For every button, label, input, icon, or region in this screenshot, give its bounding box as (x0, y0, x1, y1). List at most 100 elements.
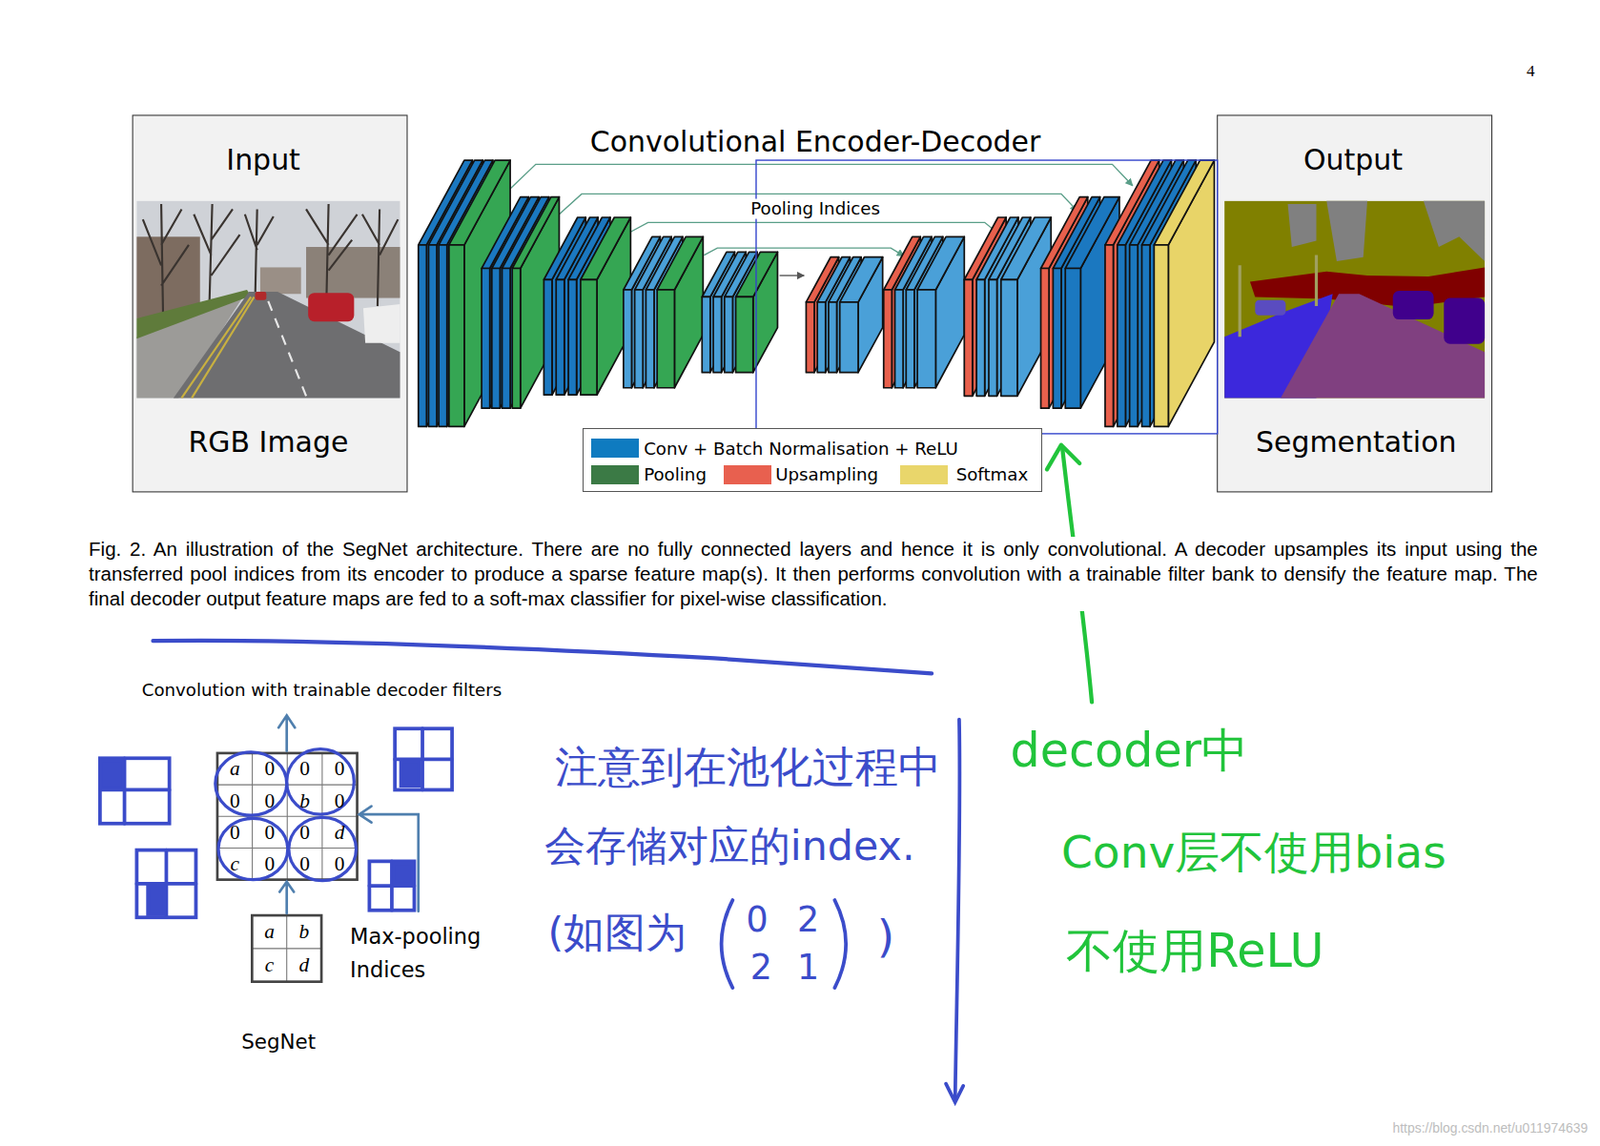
layer-front (905, 289, 915, 389)
sky (1288, 204, 1317, 247)
car (1254, 300, 1286, 316)
handwritten-note: 会存储对应的index. (544, 823, 916, 871)
hand-divider (955, 719, 961, 1101)
table-cell: 0 (299, 757, 310, 781)
layer-stacks (418, 160, 1215, 427)
layer-front (502, 268, 512, 410)
layer-front (713, 296, 722, 372)
doodle (401, 760, 420, 786)
handwritten-note: (如图为 (548, 910, 688, 958)
handwritten-note: decoder中 (1009, 722, 1248, 778)
layer-top (840, 257, 883, 303)
layer-front (1041, 268, 1050, 410)
diagram-label: Max-pooling Indices (349, 920, 504, 986)
sky (1326, 201, 1368, 262)
layer-front (988, 279, 998, 396)
doodle (394, 728, 452, 790)
flow-arrow (359, 806, 419, 912)
handwritten-note: 不使用ReLU (1066, 923, 1324, 979)
diagram-label: SegNet (241, 1029, 316, 1054)
flow-arrows (278, 715, 419, 914)
matrix-entry: 2 (750, 947, 773, 988)
layer-front (623, 289, 633, 389)
layer-front (964, 279, 973, 396)
layer-front (568, 279, 577, 395)
segmentation-map (1224, 201, 1485, 399)
layer-front (438, 245, 448, 428)
doodle (136, 850, 196, 919)
panel-fill (132, 115, 408, 493)
table-cell: a (264, 920, 275, 944)
layer-front (555, 279, 565, 395)
index-arrow (623, 222, 1003, 237)
layer-front (817, 302, 826, 373)
matrix-bracket (721, 900, 734, 988)
doodle (369, 861, 414, 910)
layer-front (883, 289, 893, 389)
table-cell: 0 (265, 820, 276, 844)
road (1280, 293, 1485, 398)
layer-front (805, 302, 815, 373)
layer-front (724, 296, 734, 372)
grid-border (251, 915, 322, 983)
layer-top (656, 236, 703, 290)
table-cell: 0 (229, 820, 241, 844)
road (173, 291, 401, 398)
layer-front (1001, 279, 1018, 396)
tree (306, 204, 358, 296)
image-panel: OutputSegmentation (1217, 115, 1493, 493)
figure-title: Convolutional Encoder-Decoder (587, 125, 1045, 159)
legend-text: Pooling (643, 464, 707, 485)
layer-front (428, 245, 437, 428)
hand-circle (218, 818, 288, 880)
layer-front (1065, 268, 1081, 410)
layer-front (481, 268, 491, 410)
handwritten-note: Conv层不使用bias (1061, 825, 1447, 878)
legend-swatch (591, 465, 639, 485)
bottleneck-arrow (779, 274, 805, 276)
matrix-entry: 1 (797, 947, 820, 988)
doodle (393, 863, 412, 884)
table-cell: 0 (334, 852, 346, 877)
doodle (100, 758, 170, 824)
matrix-entry: 0 (745, 900, 768, 941)
layer-front (1142, 245, 1151, 428)
road-line (266, 299, 307, 397)
layer-front (492, 268, 501, 410)
hand-circles (215, 749, 357, 882)
hand-circle (287, 749, 355, 816)
car (1443, 298, 1485, 345)
flow-arrow (279, 882, 294, 914)
legend-swatch (900, 465, 948, 485)
house (260, 266, 302, 294)
doodle (101, 759, 124, 789)
panel-caption: RGB Image (187, 426, 349, 459)
layer-front (418, 245, 428, 428)
layer-front (917, 289, 936, 389)
table-cell: c (230, 852, 241, 877)
layer-front (701, 296, 711, 372)
panel-border (1217, 115, 1493, 493)
table-cell: d (299, 953, 310, 978)
doodle (100, 758, 170, 824)
layer-top (917, 236, 965, 290)
legend-swatch (591, 438, 639, 458)
layer-front (828, 302, 838, 373)
layer-front (1052, 268, 1062, 410)
layer-front (895, 289, 904, 389)
image-panel: InputRGB Image (132, 115, 408, 493)
table-cell: 0 (229, 788, 241, 813)
table-cell: 0 (265, 852, 276, 877)
table-cell: 0 (265, 757, 276, 781)
annotation-arrowhead (1046, 445, 1080, 471)
table-cell: b (299, 920, 310, 944)
panel-heading: Output (1303, 143, 1403, 177)
layer-front (1153, 245, 1169, 428)
doodle (147, 885, 165, 915)
flow-arrow (278, 715, 295, 751)
table-cell: b (299, 788, 310, 813)
car (363, 304, 401, 344)
hand-circle (215, 752, 288, 816)
layer-front (840, 302, 859, 373)
layer-front (1117, 245, 1127, 428)
